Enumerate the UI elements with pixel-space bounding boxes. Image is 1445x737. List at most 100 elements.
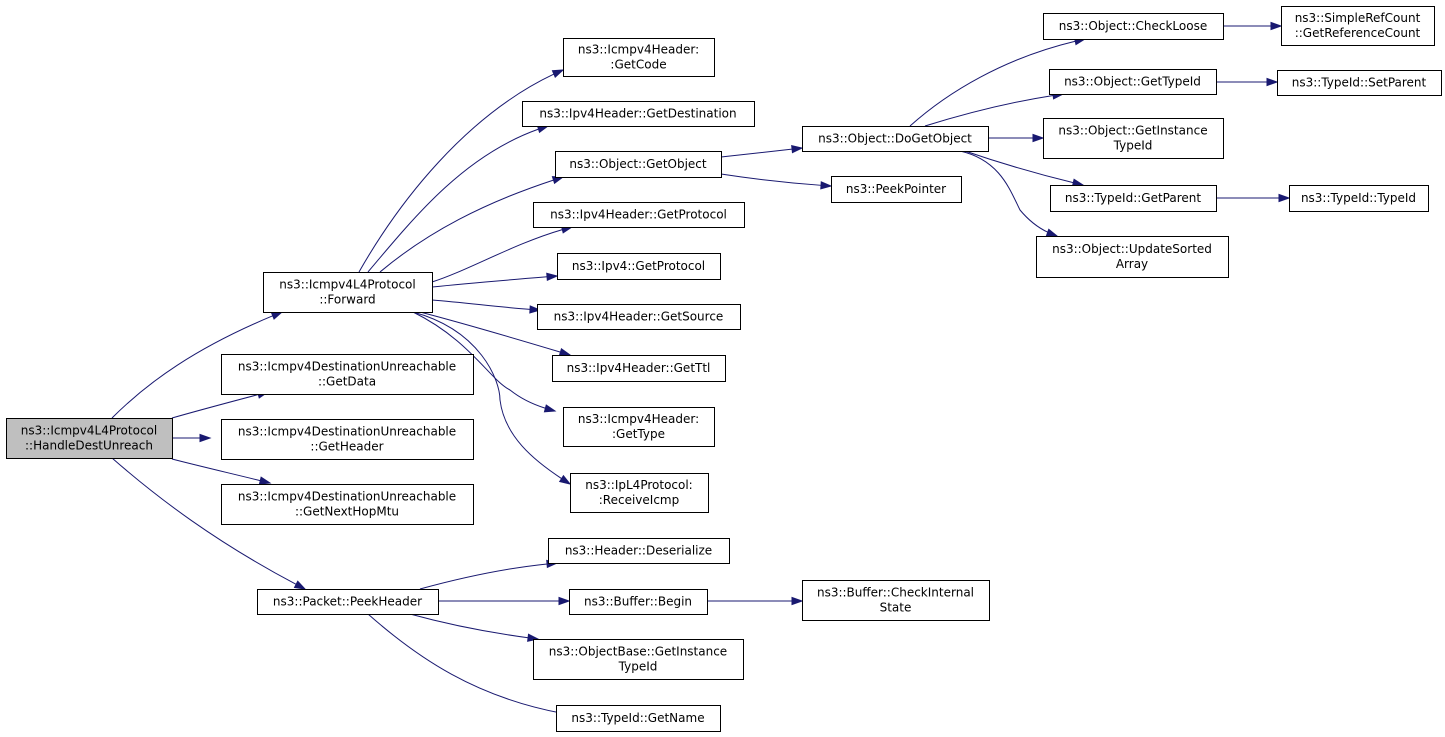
node-label-line: ns3::Ipv4Header::GetProtocol	[550, 208, 727, 222]
node-label-line: ::Forward	[319, 293, 375, 307]
node-label-line: ns3::Icmpv4DestinationUnreachable	[238, 360, 456, 374]
node-label-line: ::GetNextHopMtu	[295, 505, 399, 519]
node-label-line: ns3::Object::GetObject	[569, 157, 707, 171]
function-node-typeid_getname[interactable]: ns3::TypeId::GetName	[556, 705, 721, 732]
node-box	[1277, 70, 1442, 96]
node-label-line: ns3::Ipv4::GetProtocol	[572, 259, 705, 273]
arrowhead-icon	[791, 596, 804, 606]
node-box	[533, 639, 744, 680]
node-label-line: ns3::Icmpv4L4Protocol	[279, 278, 415, 292]
function-node-setparent[interactable]: ns3::TypeId::SetParent	[1277, 70, 1442, 96]
call-edge-forward-to-getsource	[431, 299, 542, 314]
function-node-typeid_typeid[interactable]: ns3::TypeId::TypeId	[1289, 185, 1429, 212]
node-box	[802, 126, 989, 152]
node-label-line: :GetCode	[610, 58, 666, 72]
function-node-ipv4_getprotocol[interactable]: ns3::Ipv4::GetProtocol	[557, 253, 721, 280]
call-edge-obj_gettypeid-to-setparent	[1216, 77, 1279, 87]
function-node-getcode[interactable]: ns3::Icmpv4Header::GetCode	[563, 38, 715, 77]
node-box	[221, 354, 474, 395]
node-label-line: ns3::PeekPointer	[846, 182, 946, 196]
function-node-getreferencecount[interactable]: ns3::SimpleRefCount::GetReferenceCount	[1281, 6, 1435, 46]
function-node-checkloose[interactable]: ns3::Object::CheckLoose	[1043, 13, 1224, 40]
arrowhead-icon	[558, 347, 572, 357]
function-node-ipv4hdr_getprotocol[interactable]: ns3::Ipv4Header::GetProtocol	[533, 202, 745, 228]
call-edge-forward-to-gettype	[412, 311, 557, 413]
node-box	[570, 473, 709, 513]
function-node-dogetobject[interactable]: ns3::Object::DoGetObject	[802, 126, 989, 152]
call-edge-forward-to-getobject	[379, 176, 565, 273]
function-node-obj_gettypeid[interactable]: ns3::Object::GetTypeId	[1049, 69, 1217, 95]
function-node-getdestination[interactable]: ns3::Ipv4Header::GetDestination	[522, 101, 755, 127]
node-label-line: ::HandleDestUnreach	[25, 439, 153, 453]
node-label-line: ns3::Ipv4Header::GetSource	[554, 310, 724, 324]
node-label-line: ns3::Header::Deserialize	[565, 544, 712, 558]
node-label-line: ns3::Icmpv4Header:	[578, 412, 699, 426]
node-label-line: ns3::Object::DoGetObject	[818, 132, 972, 146]
function-node-getparent[interactable]: ns3::TypeId::GetParent	[1050, 185, 1217, 212]
node-label-line: ns3::TypeId::SetParent	[1292, 76, 1427, 90]
function-node-buffer_begin[interactable]: ns3::Buffer::Begin	[569, 589, 708, 615]
arrowhead-icon	[1266, 77, 1279, 87]
arrowhead-icon	[558, 596, 571, 606]
node-box	[6, 418, 173, 459]
node-label-line: ns3::IpL4Protocol:	[585, 478, 692, 492]
arrowhead-icon	[258, 476, 272, 485]
node-box	[537, 304, 741, 330]
node-label-line: State	[880, 601, 912, 615]
arrowhead-icon	[1278, 193, 1291, 203]
call-graph-edges	[111, 21, 1291, 718]
arrowhead-icon	[1032, 133, 1045, 143]
function-node-getsource[interactable]: ns3::Ipv4Header::GetSource	[537, 304, 741, 330]
node-box	[533, 202, 745, 228]
node-label-line: ns3::Buffer::Begin	[584, 595, 692, 609]
function-node-forward[interactable]: ns3::Icmpv4L4Protocol::Forward	[263, 272, 433, 313]
node-box	[557, 253, 721, 280]
node-label-line: ns3::Object::GetInstance	[1058, 124, 1207, 138]
call-edge-root-to-getheader	[172, 433, 212, 443]
call-edge-getobject-to-dogetobject	[720, 144, 804, 158]
node-label-line: ns3::Ipv4Header::GetDestination	[539, 107, 736, 121]
node-box	[1050, 185, 1217, 212]
call-edge-dogetobject-to-updatesortedarray	[959, 150, 1059, 237]
call-edge-dogetobject-to-obj_getinstancetypeid	[988, 133, 1045, 143]
call-edge-getparent-to-typeid_typeid	[1216, 193, 1291, 203]
function-node-getheader[interactable]: ns3::Icmpv4DestinationUnreachable::GetHe…	[221, 419, 474, 460]
function-node-getobject[interactable]: ns3::Object::GetObject	[555, 151, 722, 178]
node-label-line: TypeId	[1113, 139, 1153, 153]
node-label-line: ns3::Icmpv4DestinationUnreachable	[238, 425, 456, 439]
function-node-gettype[interactable]: ns3::Icmpv4Header::GetType	[563, 407, 715, 447]
call-edge-buffer_begin-to-checkinternalstate	[707, 596, 804, 606]
node-box	[556, 705, 721, 732]
node-box	[263, 272, 433, 313]
node-box	[1036, 236, 1229, 278]
node-label-line: ns3::Packet::PeekHeader	[273, 595, 422, 609]
arrowhead-icon	[1045, 228, 1059, 237]
arrowhead-icon	[791, 144, 804, 154]
node-box	[563, 407, 715, 447]
function-node-root[interactable]: ns3::Icmpv4L4Protocol::HandleDestUnreach	[6, 418, 173, 459]
node-label-line: ns3::TypeId::GetName	[571, 711, 704, 725]
function-node-getnexthopmtu[interactable]: ns3::Icmpv4DestinationUnreachable::GetNe…	[221, 484, 474, 525]
node-box	[563, 38, 715, 77]
function-node-receiveicmp[interactable]: ns3::IpL4Protocol::ReceiveIcmp	[570, 473, 709, 513]
function-node-peekheader[interactable]: ns3::Packet::PeekHeader	[257, 589, 439, 615]
function-node-getttl[interactable]: ns3::Ipv4Header::GetTtl	[552, 355, 726, 382]
node-label-line: ns3::Icmpv4DestinationUnreachable	[238, 490, 456, 504]
node-label-line: TypeId	[618, 660, 658, 674]
call-edge-forward-to-ipv4hdr_getprotocol	[431, 225, 574, 283]
function-node-peekpointer[interactable]: ns3::PeekPointer	[831, 176, 962, 203]
node-box	[802, 580, 990, 621]
function-node-getdata[interactable]: ns3::Icmpv4DestinationUnreachable::GetDa…	[221, 354, 474, 395]
node-box	[1043, 13, 1224, 40]
call-edge-root-to-peekheader	[111, 457, 307, 590]
function-node-deserialize[interactable]: ns3::Header::Deserialize	[548, 538, 730, 564]
call-edge-peekheader-to-deserialize	[419, 559, 559, 590]
node-box	[1281, 6, 1435, 46]
node-box	[221, 484, 474, 525]
call-edge-dogetobject-to-obj_gettypeid	[924, 91, 1065, 127]
